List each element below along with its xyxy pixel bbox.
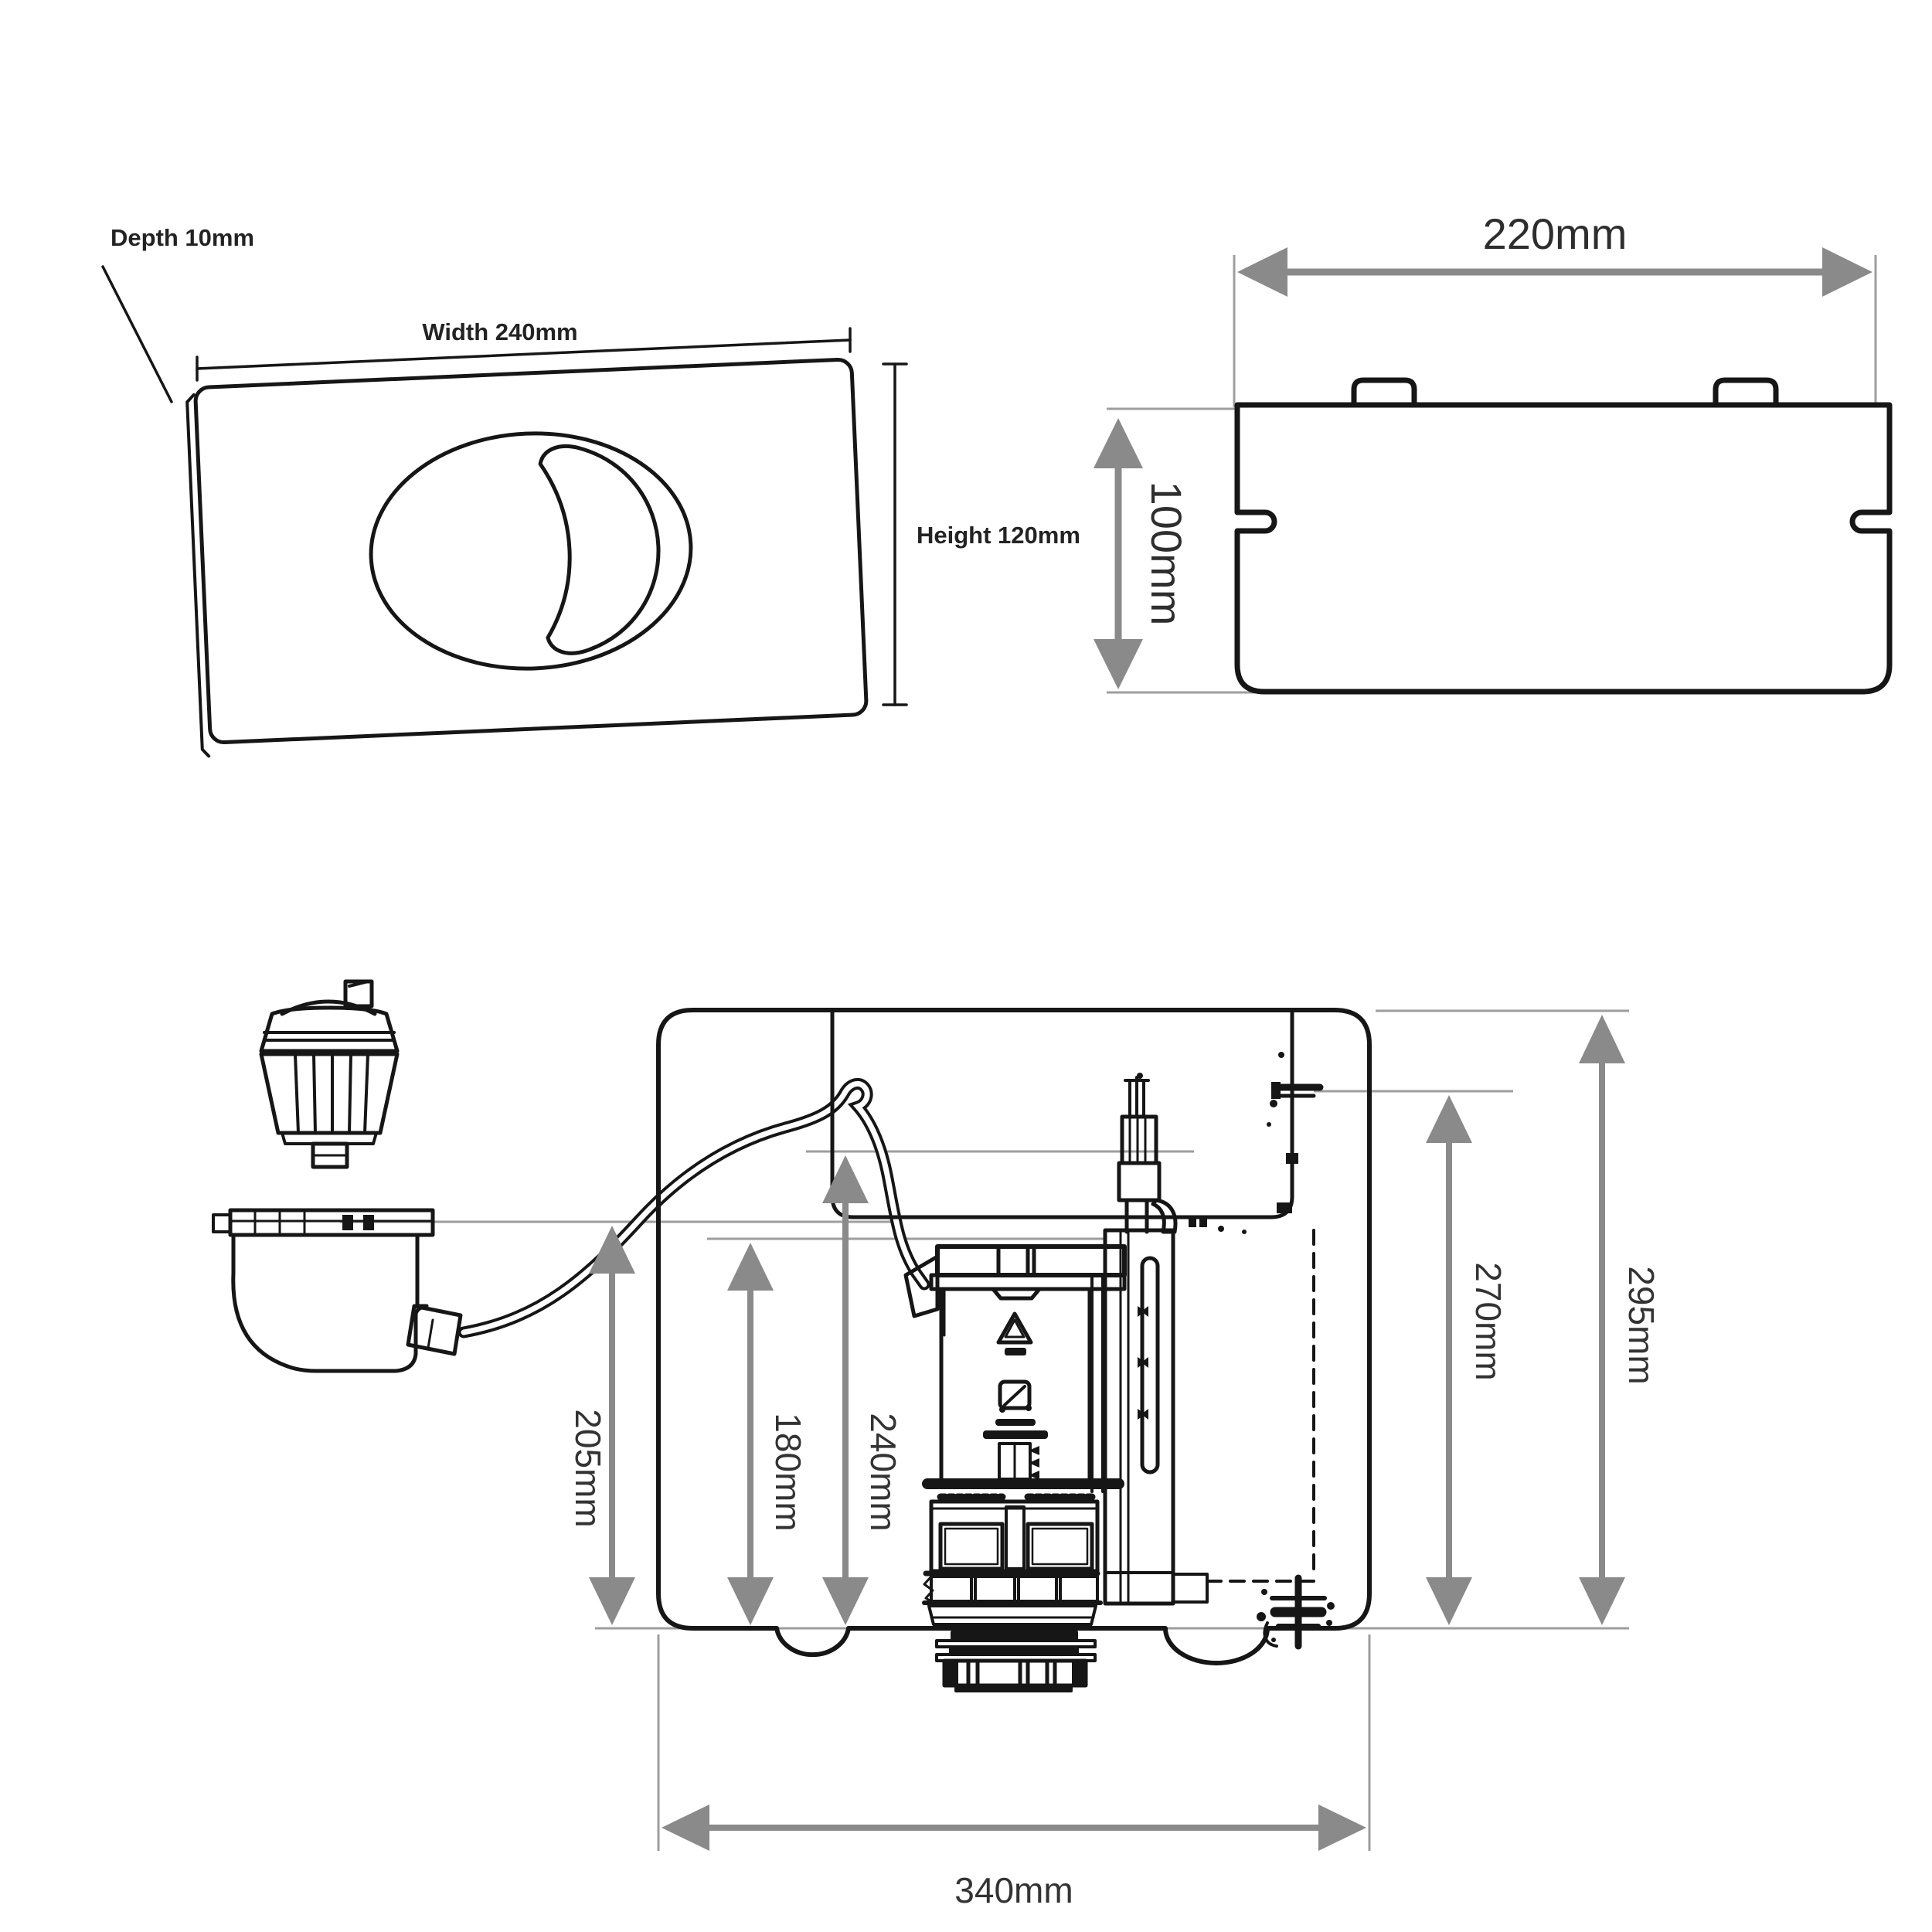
front-access-box-diagram: 220mm 100mm (1094, 209, 1893, 695)
flush-plate-diagram: Depth 10mm Width 240mm Height 120mm (101, 224, 1080, 758)
plate-outline (193, 357, 869, 745)
inner-tank-outline (830, 1008, 1294, 1219)
inlet-connector-fitting (1206, 1229, 1335, 1650)
height-label: Height 120mm (917, 522, 1080, 549)
depth-label: Depth 10mm (111, 224, 254, 251)
plate-body (185, 357, 869, 758)
recycle-icon (996, 1311, 1033, 1355)
level-marks (1138, 1306, 1148, 1420)
certification-icon (983, 1379, 1048, 1439)
box-height-label: 100mm (1142, 481, 1191, 626)
dim-295: 295mm (1579, 1015, 1662, 1625)
dim-270-label: 270mm (1468, 1262, 1509, 1380)
depth-leader-line (101, 265, 173, 403)
plate-flush-button (538, 444, 661, 655)
overflow-housing (1090, 1228, 1209, 1606)
plate-oval (369, 431, 693, 671)
height-arrow-100: 100mm (1094, 407, 1256, 694)
height-dimension: Height 120mm (882, 362, 1080, 706)
valve-shelf (929, 1273, 1127, 1301)
pump-outlet (406, 1304, 463, 1356)
dim-340-label: 340mm (954, 1870, 1073, 1910)
main-cistern-diagram: 205mm 180mm 240mm 270mm 295mm (212, 979, 1662, 1910)
dim-295-label: 295mm (1621, 1266, 1662, 1384)
front-box-outline (1234, 402, 1893, 695)
cistern-outline (656, 1008, 1372, 1665)
dim-270: 270mm (1426, 1095, 1509, 1625)
flush-valve (903, 1244, 1127, 1626)
dim-205-label: 205mm (568, 1409, 608, 1527)
adjuster-gauge (998, 1442, 1039, 1481)
plate-depth-edge (185, 393, 211, 758)
box-width-label: 220mm (1483, 209, 1628, 258)
break-symbol (923, 1575, 934, 1603)
width-dimension: Width 240mm (196, 318, 852, 382)
width-arrow-220: 220mm (1233, 209, 1877, 407)
dim-180: 180mm (727, 1243, 808, 1625)
inlet-fitting (1137, 1052, 1324, 1213)
drain-outlet (935, 1631, 1097, 1692)
fill-valve (1117, 1076, 1247, 1234)
width-label: Width 240mm (422, 318, 577, 345)
pump-unit (212, 1208, 463, 1373)
pump-body (231, 1233, 429, 1373)
dim-205: 205mm (568, 1226, 635, 1625)
float-filter (259, 979, 400, 1169)
supply-hose (457, 1077, 930, 1338)
cable-clamp (903, 1254, 940, 1318)
mounting-tab-right (1713, 377, 1779, 408)
dim-340: 340mm (657, 1634, 1371, 1910)
level-bracket (1140, 1256, 1160, 1475)
mounting-tab-left (1351, 377, 1417, 408)
dim-240-label: 240mm (863, 1413, 903, 1531)
dim-180-label: 180mm (768, 1413, 808, 1531)
dim-240: 240mm (822, 1155, 903, 1625)
